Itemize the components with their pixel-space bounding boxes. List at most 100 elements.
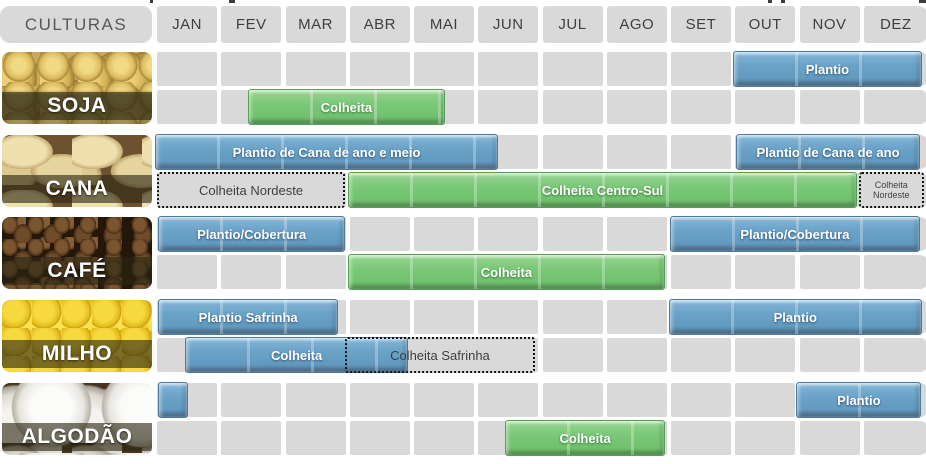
colheita-bar: Colheita (505, 420, 666, 456)
grid-cell (157, 255, 217, 289)
culture-name-cafe: CAFÉ (47, 259, 107, 282)
plantio-bar: Plantio (733, 51, 922, 87)
grid-cell (542, 300, 603, 334)
grid-cell (414, 421, 474, 455)
grid-cell (285, 255, 346, 289)
grid-cell (735, 421, 796, 455)
grid-cell (414, 300, 474, 334)
colheita-bar: Colheita (347, 254, 666, 290)
grid-cell (414, 52, 474, 86)
grid-cell (735, 383, 796, 417)
plantio-bar: Plantio (796, 382, 922, 418)
grid-cell (799, 338, 860, 372)
grid-cell (606, 135, 667, 169)
culture-label-band: CAFÉ (2, 257, 152, 285)
grid-cell (221, 255, 282, 289)
grid-cell (478, 383, 539, 417)
bar-label: Plantio (805, 61, 850, 77)
bar-label: Plantio Safrinha (198, 309, 298, 325)
culture-label-band: ALGODÃO (2, 423, 152, 451)
grid-cell (414, 217, 474, 251)
plantio-cobertura-bar: Plantio/Cobertura (158, 216, 346, 252)
culture-name-soja: SOJA (47, 94, 107, 117)
month-header-jul: JUL (542, 6, 603, 43)
grid-cell (863, 338, 926, 372)
culture-name-milho: MILHO (41, 342, 113, 365)
grid-cell (221, 52, 282, 86)
grid-cell (671, 383, 731, 417)
culture-label-band: MILHO (2, 340, 152, 368)
grid-cell (735, 255, 796, 289)
coffee-beans-photo: CAFÉ (2, 217, 152, 289)
grid-cell (606, 52, 667, 86)
plantio-cobertura-bar: Plantio/Cobertura (670, 216, 920, 252)
grid-cell (671, 338, 731, 372)
grid-cell (606, 90, 667, 124)
grid-cell (542, 217, 603, 251)
grid-cell (157, 421, 217, 455)
cotton-photo: ALGODÃO (2, 383, 152, 455)
cropped-text-artifact (768, 0, 772, 3)
month-header-mar: MAR (285, 6, 346, 43)
cropped-text-artifact (781, 0, 785, 3)
cultures-column-header: CULTURAS (0, 6, 152, 43)
bar-label: Plantio de Cana de ano e meio (232, 144, 421, 160)
cropped-text-artifact (150, 0, 153, 3)
colheita-safrinha-bar: Colheita Safrinha (345, 337, 535, 373)
grid-cell (542, 383, 603, 417)
grid-cell (349, 421, 410, 455)
bar-label: Colheita Centro-Sul (541, 182, 664, 198)
colheita-centro-sul-bar: Colheita Centro-Sul (347, 172, 858, 208)
sugarcane-photo: CANA (2, 135, 152, 207)
bar-label: Colheita (320, 99, 373, 115)
grid-cell (671, 52, 731, 86)
grid-cell (863, 255, 926, 289)
colheita-bar: Colheita (248, 89, 445, 125)
grid-cell (799, 90, 860, 124)
culture-label-band: SOJA (2, 92, 152, 120)
bar-label: Colheita (480, 264, 533, 280)
bar-label: Colheita Nordeste (199, 182, 304, 198)
plantio-de-cana-de-ano-e-meio-bar: Plantio de Cana de ano e meio (155, 134, 499, 170)
plantio-de-cana-de-ano-bar: Plantio de Cana de ano (736, 134, 920, 170)
grid-cell (863, 421, 926, 455)
grid-cell (671, 135, 731, 169)
plantio-continuation-bar (158, 382, 188, 418)
grid-cell (542, 135, 603, 169)
bar-label: Colheita Nordeste (873, 179, 910, 200)
grid-cell (285, 383, 346, 417)
grid-cell (349, 300, 410, 334)
bar-label: Plantio/Cobertura (740, 226, 850, 242)
colheita-bar: Colheita (185, 337, 409, 373)
grid-cell (414, 383, 474, 417)
grid-cell (221, 383, 282, 417)
month-header-out: OUT (735, 6, 796, 43)
grid-cell (863, 90, 926, 124)
corn-kernels-photo: MILHO (2, 300, 152, 372)
grid-cell (542, 338, 603, 372)
plantio-safrinha-bar: Plantio Safrinha (158, 299, 339, 335)
grid-cell (735, 338, 796, 372)
grid-cell (671, 421, 731, 455)
bar-label: Plantio/Cobertura (197, 226, 307, 242)
grid-cell (671, 255, 731, 289)
bar-label: Plantio de Cana de ano (756, 144, 900, 160)
cropped-text-artifact (229, 0, 235, 3)
bar-label: Colheita Safrinha (390, 347, 490, 363)
grid-cell (478, 217, 539, 251)
colheita-nordeste-bar: Colheita Nordeste (156, 172, 346, 208)
grid-cell (349, 217, 410, 251)
grid-cell (157, 52, 217, 86)
grid-cell (478, 90, 539, 124)
month-header-jun: JUN (478, 6, 539, 43)
month-header-ago: AGO (606, 6, 667, 43)
culture-label-band: CANA (2, 175, 152, 203)
bar-label: Plantio (773, 309, 817, 325)
month-header-set: SET (671, 6, 731, 43)
grid-cell (606, 338, 667, 372)
grid-cell (799, 255, 860, 289)
grid-cell (349, 52, 410, 86)
month-header-jan: JAN (157, 6, 217, 43)
month-header-abr: ABR (349, 6, 410, 43)
